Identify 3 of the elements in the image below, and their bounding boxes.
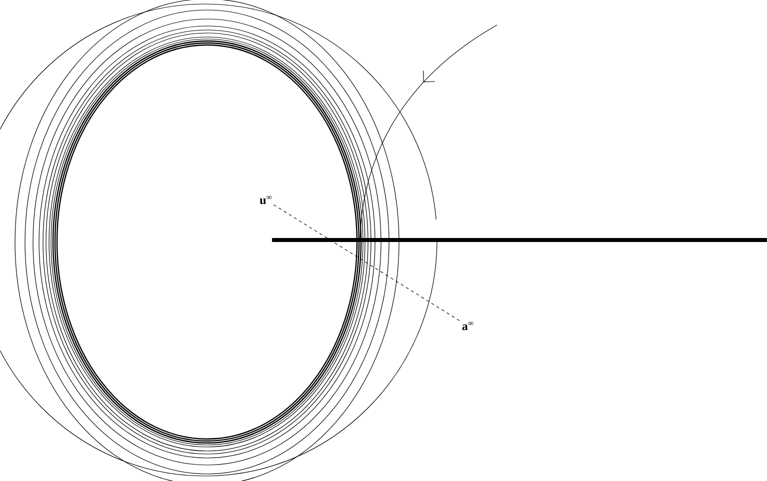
point-label: u$^{∞}$ (260, 196, 272, 204)
point-label: a$^{∞}$ (462, 322, 474, 330)
dashed-line (273, 204, 461, 322)
